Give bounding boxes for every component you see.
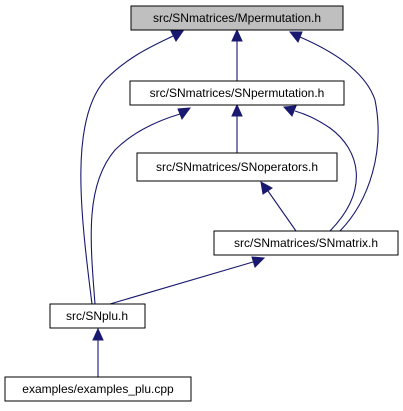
- edge-snplu-to-snmatrix: [109, 261, 254, 305]
- node-snplu-label: src/SNplu.h: [66, 309, 128, 323]
- nodes: src/SNmatrices/Mpermutation.h src/SNmatr…: [4, 5, 399, 402]
- node-snoperators-label: src/SNmatrices/SNoperators.h: [156, 160, 318, 174]
- node-snpermutation-label: src/SNmatrices/SNpermutation.h: [150, 86, 325, 100]
- arrowhead: [288, 31, 303, 43]
- node-mpermutation-label: src/SNmatrices/Mpermutation.h: [153, 11, 321, 25]
- edge-snmatrix-to-mpermutation: [299, 36, 379, 232]
- edges: [80, 28, 379, 377]
- arrowhead: [177, 107, 192, 121]
- arrowhead: [251, 256, 266, 268]
- edge-snplu-to-mpermutation: [80, 35, 174, 305]
- node-snplu[interactable]: src/SNplu.h: [49, 303, 146, 329]
- node-snmatrix[interactable]: src/SNmatrices/SNmatrix.h: [213, 230, 399, 256]
- edge-snplu-to-snpermutation: [90, 113, 181, 305]
- arrowhead: [282, 105, 297, 117]
- arrowhead: [92, 327, 104, 341]
- arrowhead: [170, 30, 184, 42]
- arrowhead: [231, 28, 243, 42]
- arrowhead: [231, 103, 243, 117]
- arrowhead: [260, 181, 273, 195]
- edge-snmatrix-to-snoperators: [267, 190, 297, 232]
- edge-snmatrix-to-snpermutation: [294, 110, 357, 232]
- node-snoperators[interactable]: src/SNmatrices/SNoperators.h: [136, 152, 338, 182]
- node-mpermutation[interactable]: src/SNmatrices/Mpermutation.h: [130, 5, 344, 31]
- node-snpermutation[interactable]: src/SNmatrices/SNpermutation.h: [129, 80, 345, 106]
- node-examples[interactable]: examples/examples_plu.cpp: [4, 376, 192, 402]
- node-snmatrix-label: src/SNmatrices/SNmatrix.h: [234, 236, 378, 250]
- node-examples-label: examples/examples_plu.cpp: [22, 382, 174, 396]
